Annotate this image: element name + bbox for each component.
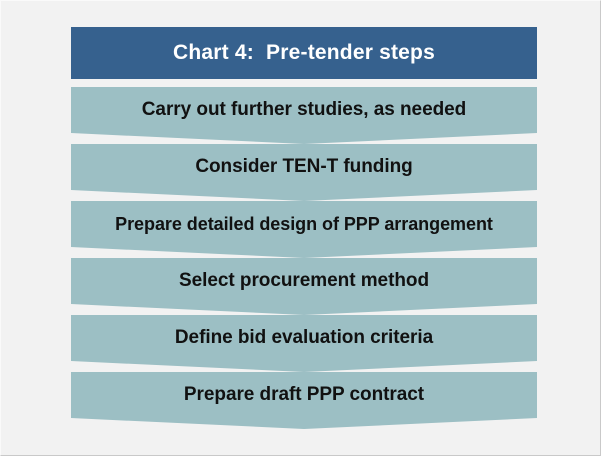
process-step-6[interactable]: Prepare draft PPP contract: [71, 372, 537, 429]
chart-title-banner: Chart 4: Pre-tender steps: [71, 27, 537, 79]
process-step-5[interactable]: Define bid evaluation criteria: [71, 315, 537, 372]
process-step-label: Select procurement method: [178, 270, 430, 291]
process-step-label: Prepare detailed design of PPP arrangeme…: [115, 213, 493, 234]
process-step-label: Define bid evaluation criteria: [174, 327, 434, 348]
process-step-label: Prepare draft PPP contract: [183, 384, 425, 405]
process-step-label: Carry out further studies, as needed: [141, 99, 467, 120]
page-title: Chart 4: Pre-tender steps: [173, 41, 435, 64]
process-step-4[interactable]: Select procurement method: [71, 258, 537, 315]
process-step-2[interactable]: Consider TEN-T funding: [71, 144, 537, 201]
process-step-3[interactable]: Prepare detailed design of PPP arrangeme…: [71, 201, 537, 258]
process-step-1[interactable]: Carry out further studies, as needed: [71, 87, 537, 144]
process-step-label: Consider TEN-T funding: [195, 156, 413, 177]
